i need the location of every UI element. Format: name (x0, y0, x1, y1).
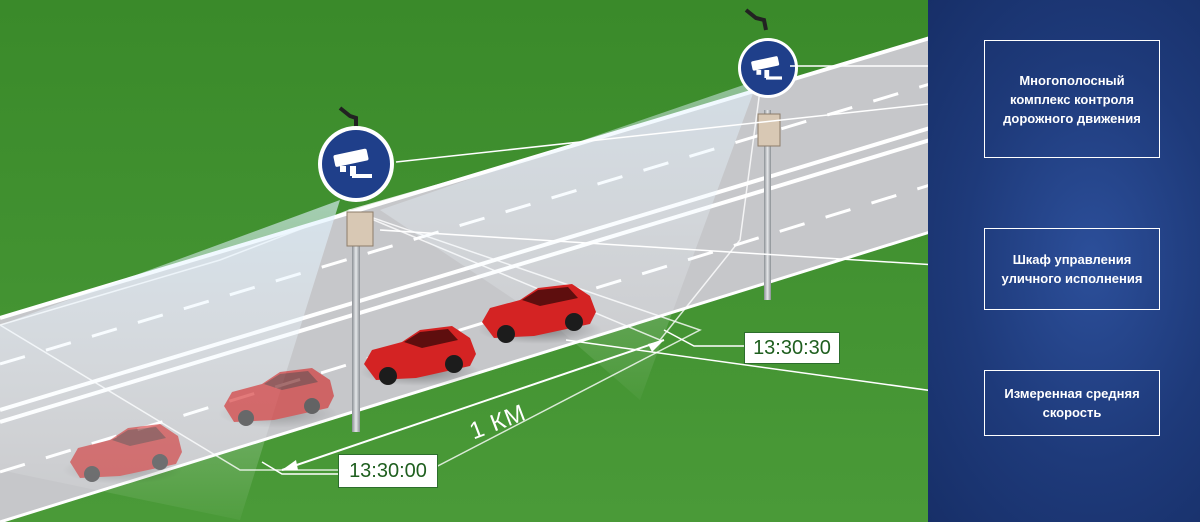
pole-1 (352, 218, 360, 432)
callout-cabinet: Шкаф управления уличного исполнения (984, 228, 1160, 310)
callout-complex: Многополосный комплекс контроля дорожног… (984, 40, 1160, 158)
timestamp-start: 13:30:00 (338, 454, 438, 488)
control-cabinet-1 (347, 212, 373, 246)
sign-1 (322, 130, 390, 198)
timestamp-end: 13:30:30 (744, 332, 840, 364)
control-cabinet-2 (758, 114, 780, 146)
sign-2 (741, 41, 795, 95)
callout-speed: Измеренная средняя скорость (984, 370, 1160, 436)
